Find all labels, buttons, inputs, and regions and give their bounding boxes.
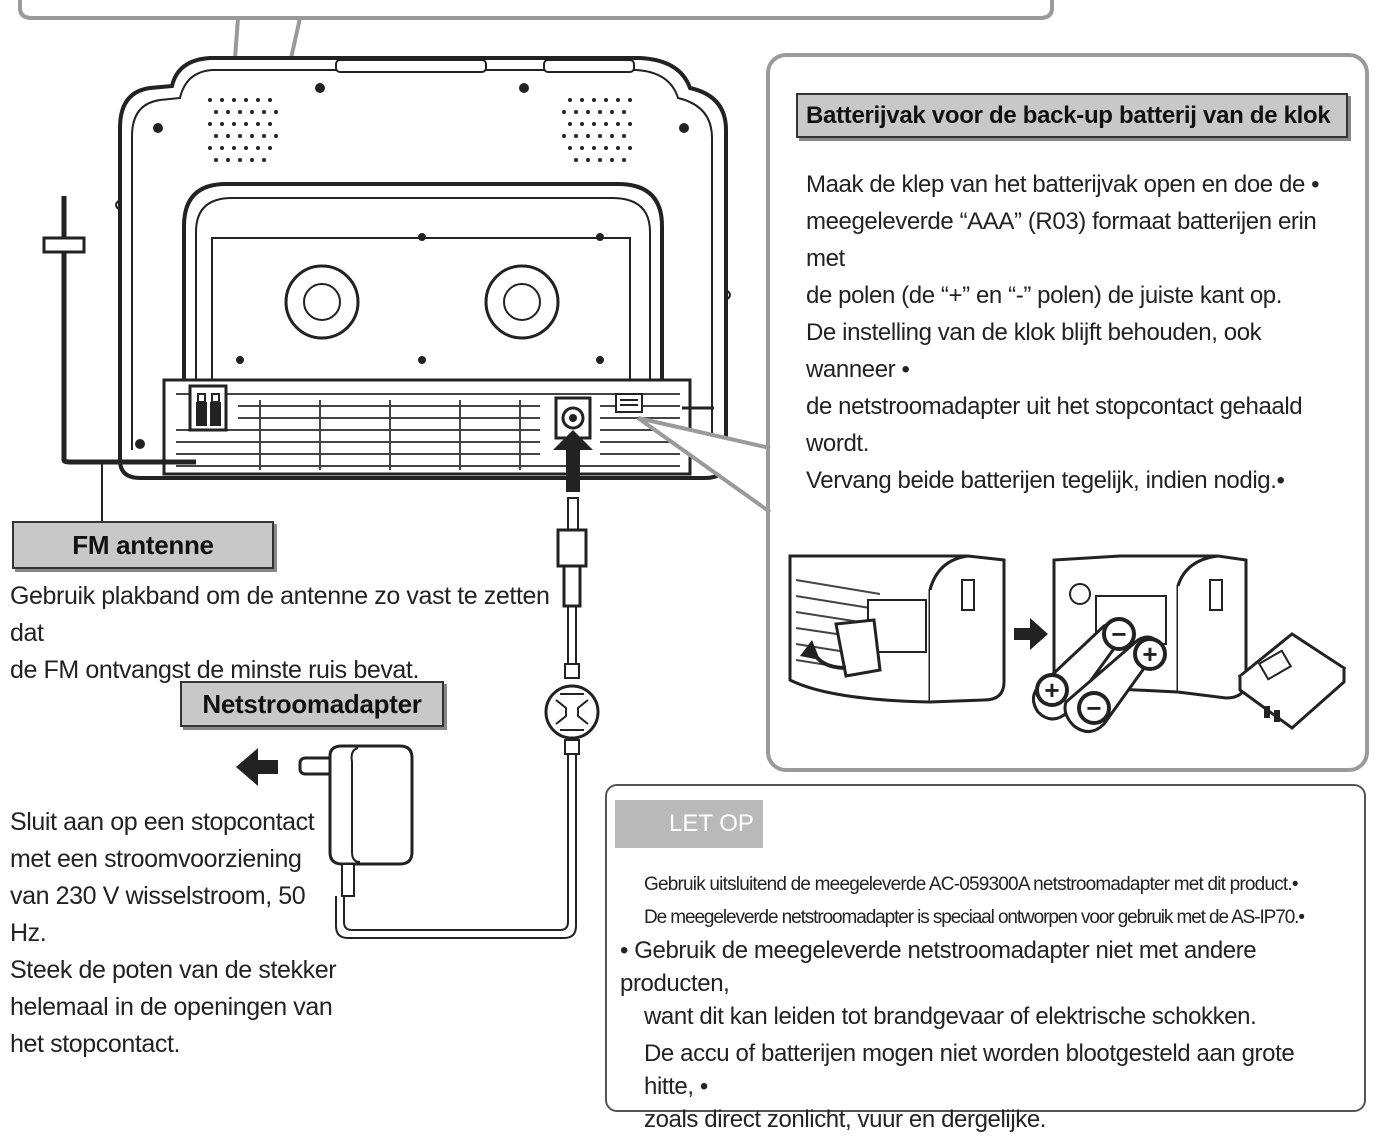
battery-line: De instelling van de klok blijft behoude… xyxy=(806,319,1262,383)
battery-illustration: + − + − xyxy=(788,554,1347,733)
caution-line: Gebruik uitsluitend de meegeleverde AC-0… xyxy=(644,874,1299,895)
caution-header: LET OP xyxy=(615,800,763,848)
battery-plus-sign: + xyxy=(1044,675,1059,705)
caution-line: zoals direct zonlicht, vuur en dergelijk… xyxy=(644,1106,1047,1133)
battery-line: Vervang beide batterijen tegelijk, indie… xyxy=(806,467,1285,494)
adapter-line: met een stroomvoorziening xyxy=(10,845,302,873)
caution-line: De meegeleverde netstroomadapter is spec… xyxy=(644,907,1305,928)
battery-minus-sign: − xyxy=(1086,693,1101,723)
caution-text: Gebruik uitsluitend de meegeleverde AC-0… xyxy=(620,868,1350,1136)
fm-line: Gebruik plakband om de antenne zo vast t… xyxy=(10,582,550,647)
adapter-line: het stopcontact. xyxy=(10,1030,181,1058)
battery-callout-panel xyxy=(766,53,1369,772)
wall-adapter xyxy=(236,744,414,897)
caution-line: De accu of batterijen mogen niet worden … xyxy=(644,1040,1295,1100)
adapter-label: Netstroomadapter xyxy=(180,681,444,727)
fm-antenna-label: FM antenne xyxy=(12,521,274,569)
fm-line: de FM ontvangst de minste ruis bevat. xyxy=(10,656,420,684)
adapter-cable xyxy=(335,430,600,939)
battery-line: wordt. xyxy=(806,430,869,457)
adapter-instructions: Sluit aan op een stopcontact met een str… xyxy=(10,804,340,1063)
battery-line: de polen (de “+” en “-” polen) de juiste… xyxy=(806,282,1283,309)
device-rear xyxy=(115,56,731,480)
adapter-line: van 230 V wisselstroom, 50 Hz. xyxy=(10,882,306,947)
fm-antenna-instructions: Gebruik plakband om de antenne zo vast t… xyxy=(10,578,550,689)
caution-line: • Gebruik de meegeleverde netstroomadapt… xyxy=(620,937,1257,997)
adapter-line: helemaal in de openingen van xyxy=(10,993,333,1021)
adapter-line: Steek de poten van de stekker xyxy=(10,956,337,984)
battery-section-title: Batterijvak voor de back-up batterij van… xyxy=(796,93,1348,138)
caution-panel xyxy=(605,784,1366,1112)
battery-line: Maak de klep van het batterijvak open en… xyxy=(806,171,1320,198)
caution-line: want dit kan leiden tot brandgevaar of e… xyxy=(644,1003,1257,1030)
battery-instructions: Maak de klep van het batterijvak open en… xyxy=(806,166,1351,499)
adapter-line: Sluit aan op een stopcontact xyxy=(10,808,315,836)
battery-line: de netstroomadapter uit het stopcontact … xyxy=(806,393,1303,420)
battery-pointer xyxy=(636,416,772,514)
battery-minus-sign: − xyxy=(1111,619,1126,649)
battery-line: meegeleverde “AAA” (R03) formaat batteri… xyxy=(806,208,1317,272)
top-callout-frame xyxy=(18,0,1054,20)
battery-plus-sign: + xyxy=(1142,639,1157,669)
fm-antenna-wire xyxy=(42,196,196,524)
caution-label: LET OP xyxy=(669,810,754,837)
